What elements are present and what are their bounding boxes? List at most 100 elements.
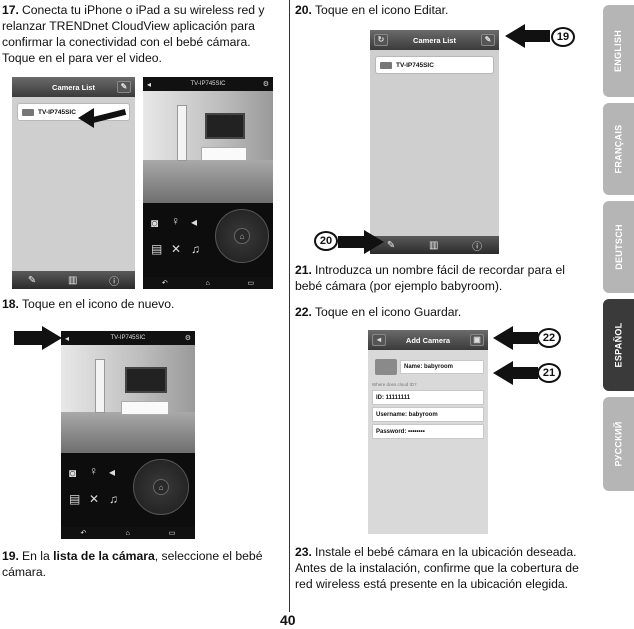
password-field[interactable]: Password: •••••••• [372,424,484,439]
pencil-icon[interactable]: ✎ [27,274,37,286]
refresh-icon[interactable]: ↻ [374,34,388,46]
pencil-icon[interactable]: ✎ [386,239,396,251]
pointer-arrow [42,326,62,350]
tab-francais[interactable]: FRANÇAIS [603,103,634,195]
music-icon[interactable]: ♫ [109,492,118,506]
step-18: 18.Toque en el icono de nuevo. [2,296,284,312]
back-icon[interactable]: ◂ [147,79,152,89]
video-screen: ◂ TV-IP745SIC ⚙ ◙ ♀ ◂ ▤ ✕ ♫ ⌂ ↶ ⌂ ▭ [143,77,273,289]
callout-21: 21 [537,363,561,383]
video-screen-large: ◂ TV-IP745SIC ⚙ ◙ ♀ ◂ ▤ ✕ ♫ ⌂ ↶ ⌂ ▭ [61,331,195,539]
username-field[interactable]: Username: babyroom [372,407,484,422]
arrow-body [522,30,550,42]
list-background [370,50,499,254]
settings-icon[interactable]: ⚙ [184,335,191,342]
video-top-bar: ◂ TV-IP745SIC ⚙ [61,331,195,345]
camera-snapshot-icon[interactable]: ◙ [151,216,159,230]
screen-bottom-bar: ✎ ▥ ⓘ [370,236,499,254]
page-number: 40 [280,612,296,628]
arrow-body [510,332,538,344]
callout-22: 22 [537,328,561,348]
video-record-icon[interactable]: ▤ [151,242,163,256]
home-nav-icon[interactable]: ⌂ [125,529,130,537]
edit-icon[interactable]: ✎ [481,34,495,46]
tab-label: DEUTSCH [613,224,624,270]
step-number: 17. [2,3,19,17]
tab-label: ESPAÑOL [613,322,624,368]
settings-icon[interactable]: ⚙ [262,81,269,88]
trash-icon[interactable]: ▥ [428,239,439,251]
step-text-bold: lista de la cámara [53,549,155,563]
callout-20: 20 [314,231,338,251]
screen-title: Camera List [413,35,456,45]
speaker-icon[interactable]: ◂ [109,465,116,479]
video-top-bar: ◂ TV-IP745SIC ⚙ [143,77,273,91]
step-text: Introduzca un nombre fácil de recordar p… [295,263,565,293]
name-field[interactable]: Name: babyroom [400,360,484,374]
screen-title: Add Camera [405,335,451,345]
save-icon[interactable]: ▣ [470,334,484,346]
screen-title: Camera List [52,82,95,92]
pointer-arrow [364,230,384,254]
video-title: TV-IP745SIC [190,81,226,87]
list-background [12,97,135,289]
info-icon[interactable]: ⓘ [109,276,120,288]
camera-thumbnail [375,359,397,375]
arrow-body [338,236,366,248]
screen-top-bar: ↻ Camera List ✎ [370,30,499,50]
tab-deutsch[interactable]: DEUTSCH [603,201,634,293]
step-22: 22.Toque en el icono Guardar. [295,304,595,320]
back-icon[interactable]: ◂ [372,334,386,346]
step-text: Toque en el icono de nuevo. [21,297,175,311]
camera-name: TV-IP745SIC [38,108,76,116]
video-record-icon[interactable]: ▤ [69,492,81,506]
section-label: Where does cloud ID? [372,382,417,387]
tab-label: ENGLISH [613,29,624,73]
video-controls: ◙ ♀ ◂ ▤ ✕ ♫ ⌂ ↶ ⌂ ▭ [143,203,273,289]
camera-list-screen: ✎ Camera List TV-IP745SIC ✎ ▥ ⓘ [12,77,135,289]
direction-pad[interactable]: ⌂ [133,459,189,515]
microphone-icon[interactable]: ♀ [89,464,98,478]
step-number: 20. [295,3,312,17]
arrow-body [510,367,538,379]
back-icon[interactable]: ◂ [65,333,70,343]
video-controls: ◙ ♀ ◂ ▤ ✕ ♫ ⌂ ↶ ⌂ ▭ [61,453,195,539]
step-text: Toque en el icono Guardar. [314,305,462,319]
home-icon[interactable]: ⌂ [152,478,170,496]
screen-bottom-bar: ✎ ▥ ⓘ [12,271,135,289]
video-feed [61,345,195,453]
back-nav-icon[interactable]: ↶ [161,280,168,287]
trash-icon[interactable]: ▥ [67,274,78,286]
back-nav-icon[interactable]: ↶ [80,530,87,537]
add-camera-screen: ◂ Add Camera ▣ Name: babyroom Where does… [368,330,488,534]
form-background [368,350,488,534]
tab-russian[interactable]: РУССКИЙ [603,397,634,491]
id-field[interactable]: ID: 11111111 [372,390,484,405]
info-icon[interactable]: ⓘ [472,241,483,253]
direction-pad[interactable]: ⌂ [215,209,269,263]
recent-apps-icon[interactable]: ▭ [247,280,255,287]
music-icon[interactable]: ♫ [191,242,200,256]
home-nav-icon[interactable]: ⌂ [205,279,210,287]
recent-apps-icon[interactable]: ▭ [168,530,176,537]
camera-list-item[interactable]: TV-IP745SIC [375,56,494,74]
home-icon[interactable]: ⌂ [234,228,250,244]
tab-english[interactable]: ENGLISH [603,5,634,97]
tab-label: FRANÇAIS [613,124,624,174]
pointer-arrow [78,108,94,128]
tools-icon[interactable]: ✕ [171,242,182,256]
edit-icon[interactable]: ✎ [117,81,131,93]
tools-icon[interactable]: ✕ [89,492,100,506]
callout-19: 19 [551,27,575,47]
step-number: 22. [295,305,312,319]
camera-name: TV-IP745SIC [396,61,434,69]
camera-thumbnail-row: Name: babyroom [372,356,484,378]
video-bottom-bar: ↶ ⌂ ▭ [143,277,273,289]
camera-snapshot-icon[interactable]: ◙ [69,466,77,480]
microphone-icon[interactable]: ♀ [171,214,180,228]
step-text: Toque en el icono Editar. [314,3,449,17]
column-divider [289,0,290,612]
speaker-icon[interactable]: ◂ [191,215,198,229]
tab-espanol[interactable]: ESPAÑOL [603,299,634,391]
step-text-pre: En la [21,549,54,563]
